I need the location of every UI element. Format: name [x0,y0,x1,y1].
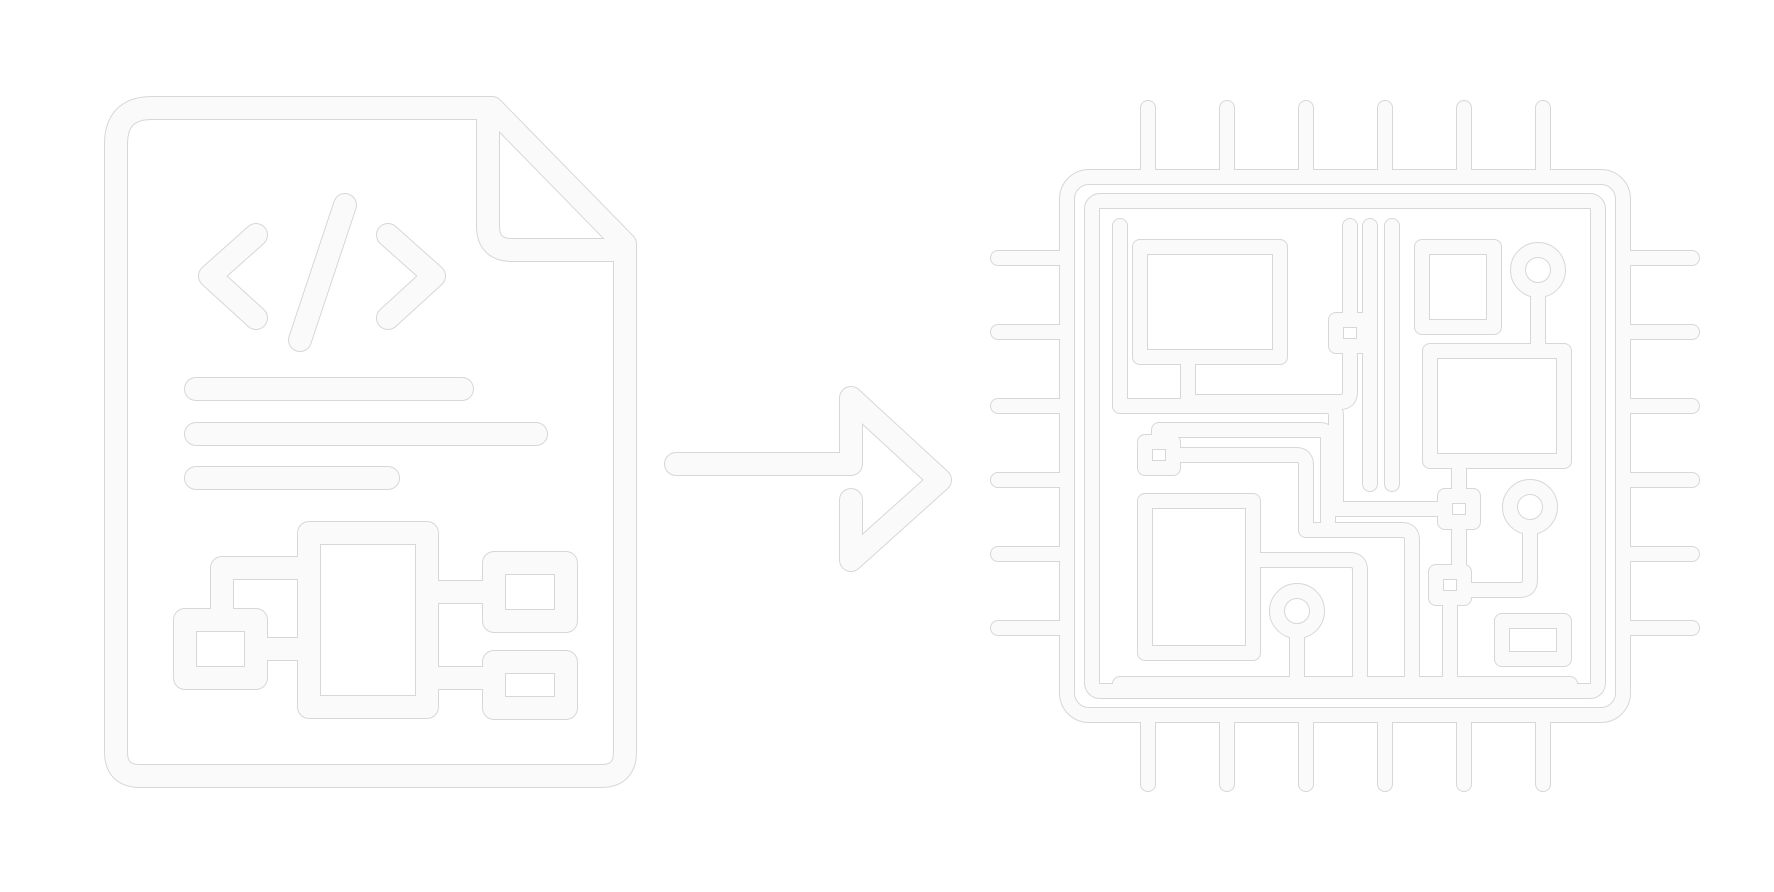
code-file-icon [116,108,625,776]
microchip-icon [998,108,1692,784]
arrow-right-icon [676,398,940,560]
